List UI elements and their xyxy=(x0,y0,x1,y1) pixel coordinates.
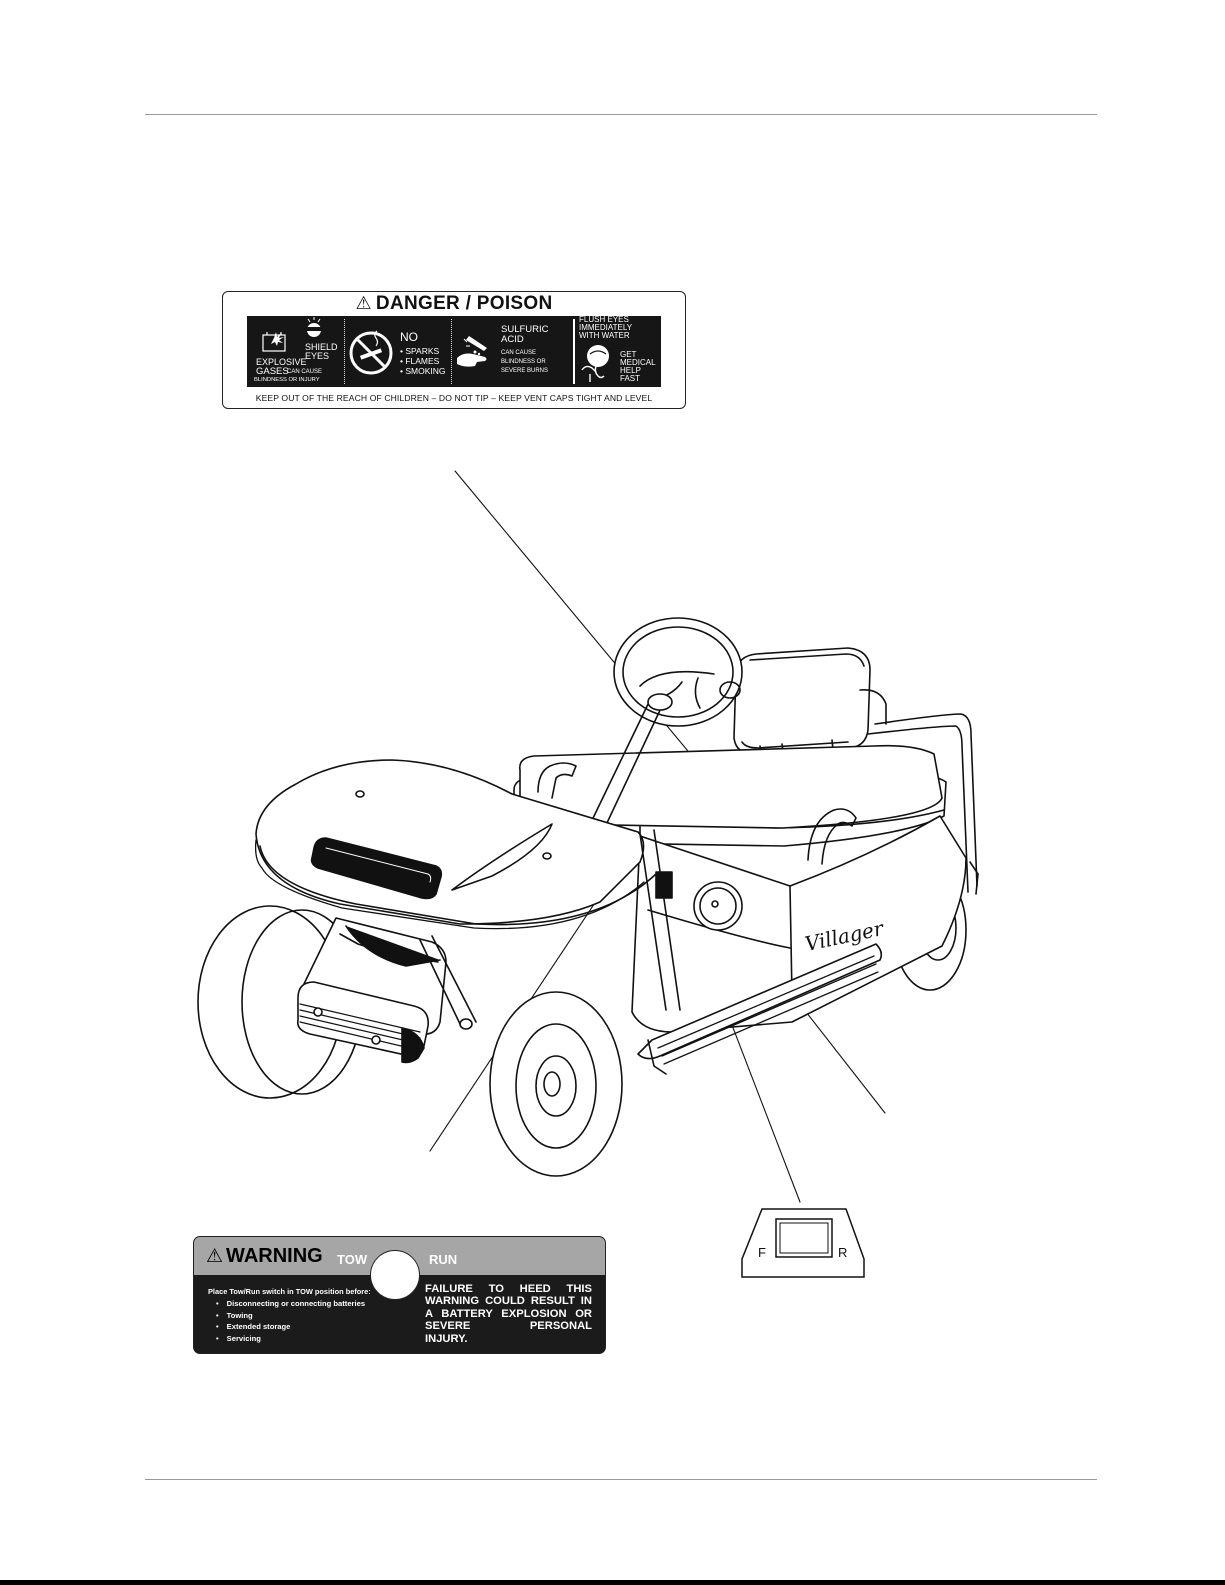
leader-line-danger xyxy=(454,470,713,781)
help-text-4: FAST xyxy=(620,374,641,383)
explosive-gases-section: SHIELD EYES EXPLOSIVE GASES CAN CAUSE BL… xyxy=(247,316,343,387)
warning-instruction: Place Tow/Run switch in TOW position bef… xyxy=(208,1287,371,1296)
acid-burn-icon xyxy=(457,336,487,367)
danger-pictogram-panel: SHIELD EYES EXPLOSIVE GASES CAN CAUSE BL… xyxy=(247,315,661,387)
tow-position-label: TOW xyxy=(337,1252,368,1267)
page-bottom-edge xyxy=(0,1580,1225,1585)
tow-run-warning-label: ⚠WARNING TOW RUN Place Tow/Run switch in… xyxy=(193,1236,606,1354)
header-rule xyxy=(145,114,1097,115)
acid-text-4: BLINDNESS OR xyxy=(501,359,546,365)
warning-item-list: Disconnecting or connecting batteries To… xyxy=(216,1298,365,1344)
warning-triangle-icon: ⚠ xyxy=(355,293,372,313)
flush-text-3: WITH WATER xyxy=(579,331,630,340)
run-position-label: RUN xyxy=(429,1252,458,1267)
panel-divider xyxy=(344,319,345,384)
footer-rule xyxy=(145,1479,1097,1480)
acid-text-3: CAN CAUSE xyxy=(501,350,537,356)
danger-title: ⚠DANGER / POISON xyxy=(355,293,553,314)
explosive-text-1: EXPLOSIVE xyxy=(256,357,307,367)
list-item: Disconnecting or connecting batteries xyxy=(216,1298,365,1310)
shield-eyes-icon xyxy=(307,317,321,337)
no-text: NO xyxy=(400,330,418,344)
explosive-text-4: BLINDNESS OR INJURY xyxy=(254,377,320,383)
no-smoking-icon xyxy=(349,330,393,375)
fr-switch-outline xyxy=(741,1208,865,1278)
shield-text-1: SHIELD xyxy=(305,342,338,352)
acid-text-1: SULFURIC xyxy=(501,324,549,335)
panel-divider xyxy=(573,319,575,384)
acid-text-5: SEVERE BURNS xyxy=(501,368,549,374)
acid-text-2: ACID xyxy=(501,334,524,345)
help-text-3: HELP xyxy=(620,366,641,375)
warning-triangle-icon: ⚠ xyxy=(206,1246,224,1267)
reverse-letter: R xyxy=(838,1245,848,1260)
forward-letter: F xyxy=(758,1245,766,1260)
battery-explosion-icon xyxy=(262,332,286,352)
sulfuric-acid-section: SULFURIC ACID CAN CAUSE BLINDNESS OR SEV… xyxy=(453,316,571,387)
explosive-text-3: CAN CAUSE xyxy=(287,369,323,375)
help-text-1: GET xyxy=(620,350,637,359)
eye-wash-icon xyxy=(581,345,609,382)
warning-body-text: FAILURE TO HEED THIS WARNING COULD RESUL… xyxy=(425,1283,592,1333)
list-item: Servicing xyxy=(216,1333,365,1345)
flush-text-1: FLUSH EYES xyxy=(579,315,629,324)
flush-eyes-section: FLUSH EYES IMMEDIATELY WITH WATER GET ME… xyxy=(576,315,661,387)
no-sparks-section: NO • SPARKS • FLAMES • SMOKING xyxy=(346,316,450,387)
no-item-flames: • FLAMES xyxy=(400,356,440,366)
help-text-2: MEDICAL xyxy=(620,358,656,367)
panel-divider xyxy=(451,319,452,384)
forward-reverse-switch: F R xyxy=(741,1203,866,1278)
list-item: Extended storage xyxy=(216,1321,365,1333)
warning-body-last-line: INJURY. xyxy=(425,1333,468,1345)
no-item-sparks: • SPARKS xyxy=(400,346,440,356)
explosive-text-2: GASES xyxy=(256,366,289,377)
shield-text-2: EYES xyxy=(305,351,330,361)
warning-title: ⚠WARNING xyxy=(206,1245,323,1267)
danger-poison-label: ⚠DANGER / POISON SHIELD EYES EXPLOSIVE G… xyxy=(222,291,686,409)
no-item-smoking: • SMOKING xyxy=(400,366,446,376)
list-item: Towing xyxy=(216,1310,365,1322)
danger-footer-text: KEEP OUT OF THE REACH OF CHILDREN – DO N… xyxy=(255,393,653,403)
flush-text-2: IMMEDIATELY xyxy=(579,323,633,332)
switch-cutout-circle xyxy=(370,1250,420,1300)
